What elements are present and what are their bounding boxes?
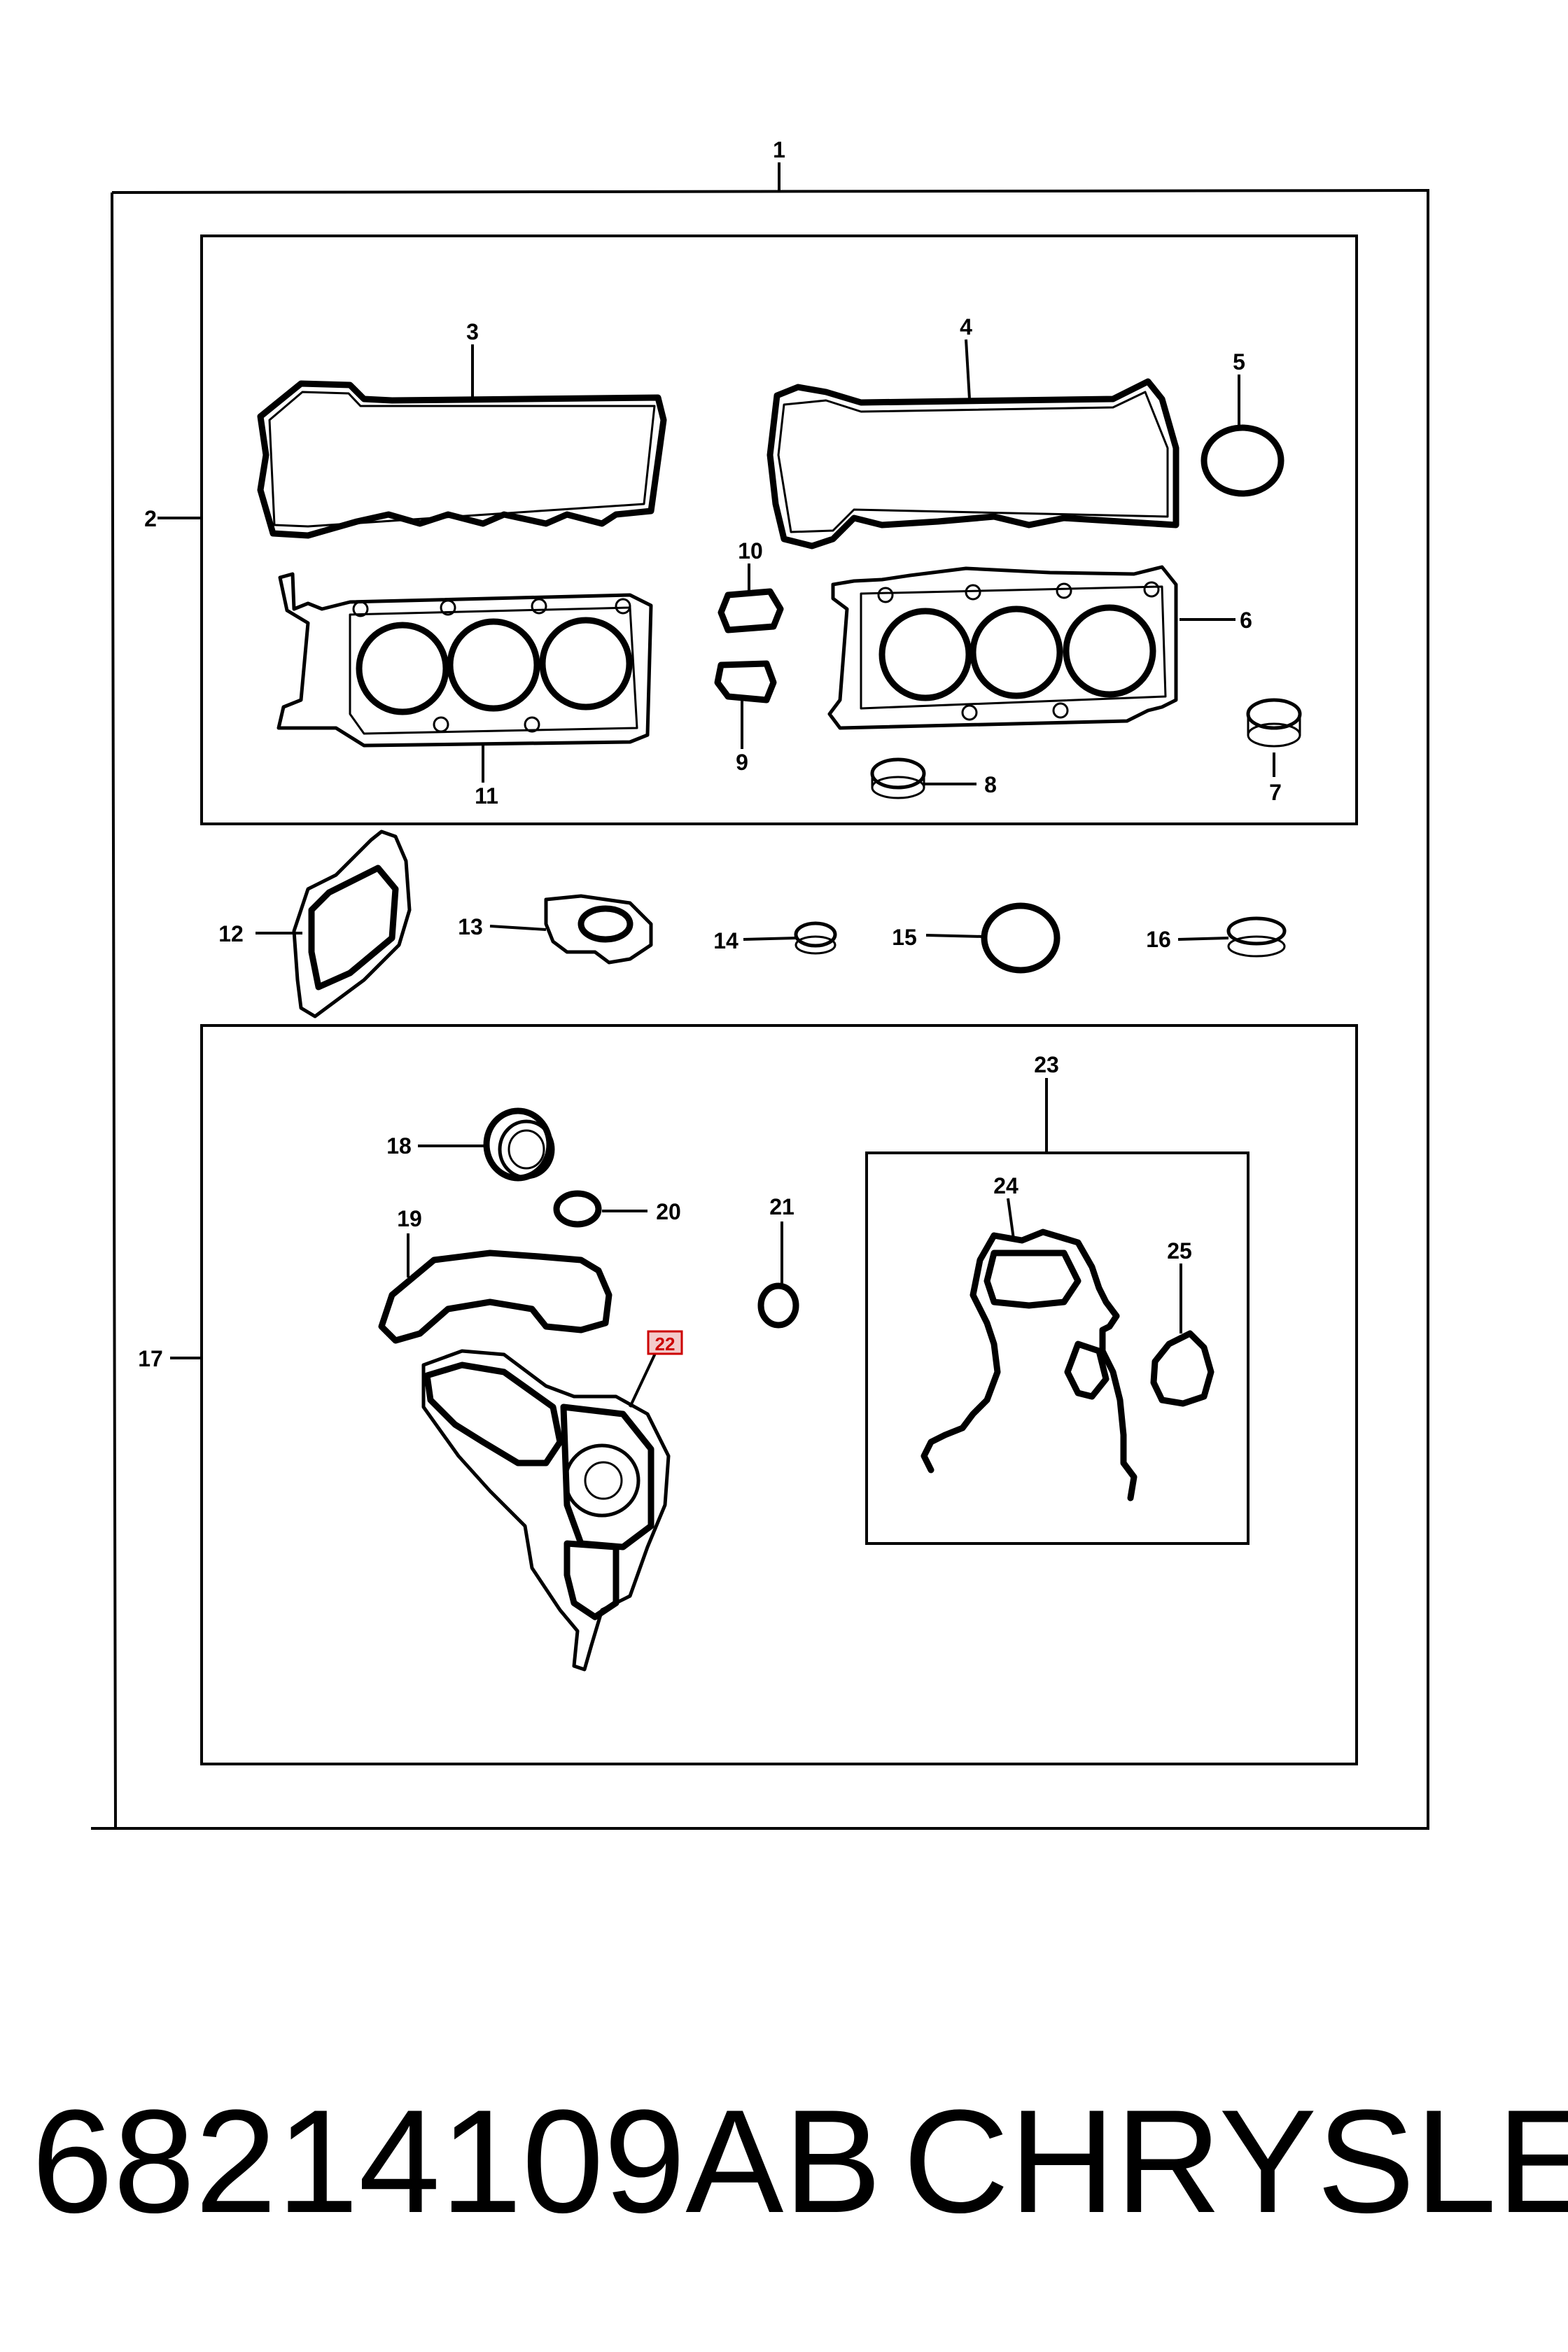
- o-ring-part-15: [981, 902, 1060, 974]
- callout-5: 5: [1233, 349, 1245, 374]
- outer-kit-frame: [91, 162, 1429, 1830]
- callout-3: 3: [466, 319, 479, 344]
- callout-12: 12: [218, 921, 244, 946]
- grommet-part-16: [1226, 916, 1287, 958]
- head-gasket-right: [827, 565, 1178, 730]
- oil-seal-part-18: [483, 1107, 555, 1182]
- callout-21: 21: [769, 1194, 794, 1219]
- callout-4: 4: [960, 314, 972, 340]
- gasket-part-9: [714, 660, 777, 704]
- callout-18: 18: [386, 1133, 412, 1158]
- callout-2: 2: [144, 506, 157, 531]
- callout-9: 9: [736, 750, 748, 775]
- cover-gasket-part-22: [421, 1349, 671, 1672]
- part-number: 68214109AB: [31, 2079, 881, 2244]
- o-ring-part-5: [1200, 424, 1284, 497]
- callout-23: 23: [1034, 1052, 1059, 1077]
- callout-20: 20: [656, 1199, 681, 1224]
- head-gasket-left: [276, 572, 653, 748]
- gasket-part-19: [378, 1250, 612, 1344]
- callout-13: 13: [458, 914, 483, 939]
- valve-cover-gasket-right: [766, 378, 1180, 550]
- callout-10: 10: [738, 538, 763, 564]
- grommet-part-8: [870, 757, 926, 799]
- timing-cover-gasket-part-24: [920, 1228, 1138, 1502]
- leader-lines: [158, 339, 1275, 1408]
- callout-1: 1: [773, 137, 785, 162]
- o-ring-part-20: [553, 1190, 602, 1228]
- o-ring-part-21: [757, 1282, 799, 1329]
- callout-15: 15: [892, 925, 917, 950]
- gasket-part-10: [718, 588, 784, 634]
- upper-group-box: [200, 234, 1358, 825]
- callout-19: 19: [397, 1206, 422, 1231]
- callout-25: 25: [1167, 1238, 1192, 1264]
- callout-11: 11: [475, 783, 498, 808]
- callout-16: 16: [1146, 927, 1171, 952]
- gasket-part-12: [292, 830, 412, 1018]
- callout-24: 24: [993, 1173, 1018, 1198]
- callout-22: 22: [655, 1334, 676, 1354]
- callout-22-highlight: [647, 1330, 683, 1355]
- callout-labels: 1 2 3 4 5 6 7 8 9 10 11 12 13 14 15 16 1…: [138, 137, 1282, 1371]
- callout-8: 8: [984, 772, 997, 797]
- gasket-part-25: [1150, 1330, 1214, 1407]
- timing-cover-group-box: [865, 1152, 1250, 1545]
- callout-6: 6: [1240, 608, 1252, 633]
- grommet-part-14: [794, 921, 837, 955]
- lower-group-box: [200, 1024, 1358, 1765]
- brand-name: CHRYSLER: [903, 2079, 1568, 2244]
- gasket-part-13: [544, 894, 653, 965]
- callout-14: 14: [713, 928, 738, 953]
- callout-7: 7: [1269, 780, 1282, 805]
- callout-17: 17: [138, 1346, 163, 1371]
- grommet-part-7: [1246, 698, 1302, 748]
- valve-cover-gasket-left: [257, 380, 667, 539]
